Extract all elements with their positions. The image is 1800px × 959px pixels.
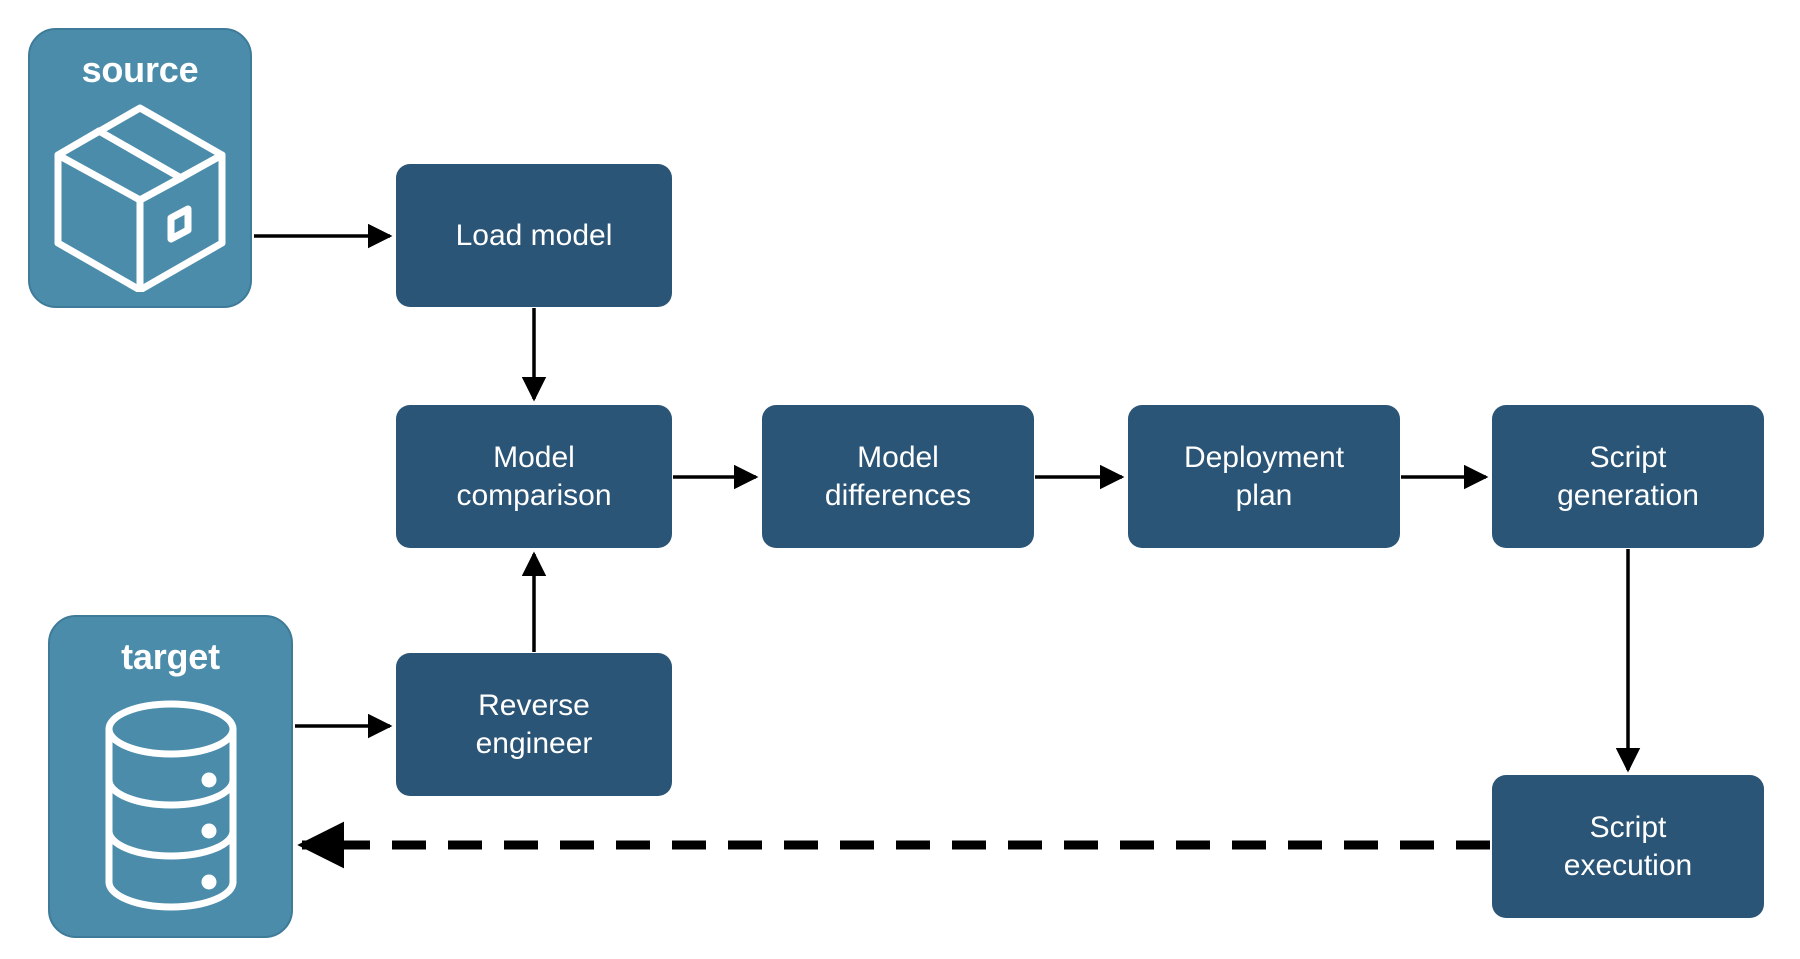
node-script-execution-line-2: execution [1563, 848, 1693, 882]
node-model-comparison[interactable]: Model comparison [396, 405, 672, 548]
endpoint-target-label: target [121, 636, 220, 677]
package-box-icon [30, 88, 250, 306]
node-model-comparison-line-1: Model [493, 441, 575, 474]
node-model-differences-line-1: Model [857, 441, 939, 474]
node-script-execution-line-1: Script [1589, 811, 1667, 844]
database-cylinder-icon [50, 675, 291, 936]
node-load-model[interactable]: Load model [396, 164, 672, 307]
node-script-execution[interactable]: Script execution [1492, 775, 1764, 918]
node-script-generation-line-2: generation [1557, 478, 1699, 512]
node-deployment-plan-line-2: plan [1235, 478, 1293, 512]
node-deployment-plan-line-1: Deployment [1183, 441, 1345, 474]
node-script-generation-line-1: Script [1589, 441, 1667, 474]
node-script-generation[interactable]: Script generation [1492, 405, 1764, 548]
endpoint-target[interactable]: target [48, 615, 293, 938]
node-load-model-line-1: Load model [455, 218, 613, 252]
node-reverse-engineer[interactable]: Reverse engineer [396, 653, 672, 796]
node-reverse-engineer-line-1: Reverse [478, 689, 590, 722]
node-reverse-engineer-line-2: engineer [475, 726, 593, 760]
endpoint-source[interactable]: source [28, 28, 252, 308]
node-model-differences-line-2: differences [824, 478, 972, 512]
endpoint-source-label: source [81, 49, 199, 90]
node-model-differences[interactable]: Model differences [762, 405, 1034, 548]
node-model-comparison-line-2: comparison [456, 478, 612, 512]
node-deployment-plan[interactable]: Deployment plan [1128, 405, 1400, 548]
